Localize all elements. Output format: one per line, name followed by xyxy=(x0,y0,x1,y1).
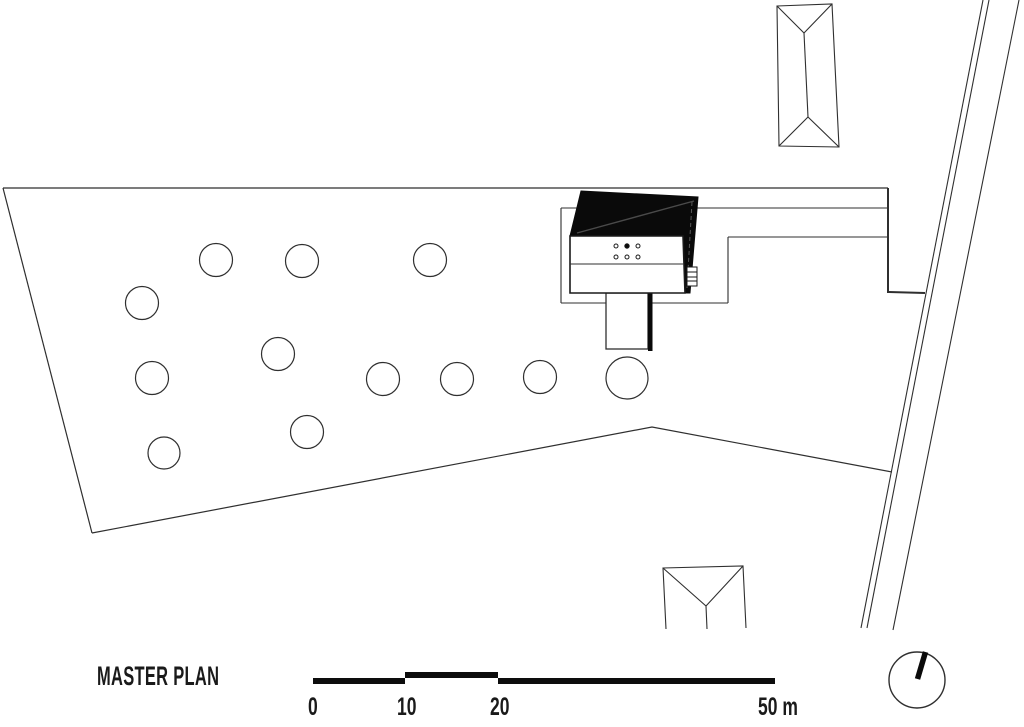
rooflight-dots xyxy=(613,243,641,260)
tree-canopy xyxy=(522,359,558,395)
tree-canopy xyxy=(289,414,325,450)
barn-north-hips xyxy=(776,3,840,148)
scale-segment-10-20 xyxy=(405,672,498,678)
tree-canopy xyxy=(365,361,401,397)
tree-canopy xyxy=(124,285,160,321)
site-boundary-bottom xyxy=(91,426,893,534)
site-boundary xyxy=(2,187,926,534)
barn-south xyxy=(662,565,747,630)
scale-label-10: 10 xyxy=(397,693,417,721)
barn-south-ridge xyxy=(705,605,708,630)
tree-canopy xyxy=(260,336,296,372)
scale-label-20: 20 xyxy=(490,693,510,721)
road-edge-right xyxy=(892,0,1020,631)
scale-segment-20-50 xyxy=(498,678,775,684)
tree-canopy xyxy=(134,360,170,396)
north-needle xyxy=(914,651,929,680)
wing-shadow-edge xyxy=(648,293,653,351)
road xyxy=(860,0,1020,631)
tree-canopy xyxy=(439,361,475,397)
tree-canopies xyxy=(124,242,649,470)
road-edge-left-inner xyxy=(866,0,990,629)
tree-canopy xyxy=(198,242,234,278)
barn-north xyxy=(776,3,840,148)
tree-canopy xyxy=(284,243,320,279)
side-stair-detail xyxy=(686,266,698,287)
road-edge-left-outer xyxy=(860,0,984,629)
scale-label-0: 0 xyxy=(308,693,318,721)
house-wing xyxy=(605,292,653,351)
barn-north-ridge xyxy=(803,32,809,118)
scale-segment-0-10 xyxy=(313,678,405,684)
roof-ridge-line xyxy=(576,200,695,234)
site-entry-edge xyxy=(887,188,926,294)
scale-bar xyxy=(313,672,775,684)
site-boundary-left xyxy=(2,187,93,534)
barn-south-hips xyxy=(662,565,744,607)
tree-canopy xyxy=(412,242,448,278)
tree-canopy xyxy=(605,356,649,400)
north-arrow-icon xyxy=(888,651,946,709)
main-building xyxy=(569,190,699,294)
scale-label-50m: 50 m xyxy=(758,693,798,721)
tree-canopy xyxy=(147,436,181,470)
drawing-title: MASTER PLAN xyxy=(97,661,220,691)
